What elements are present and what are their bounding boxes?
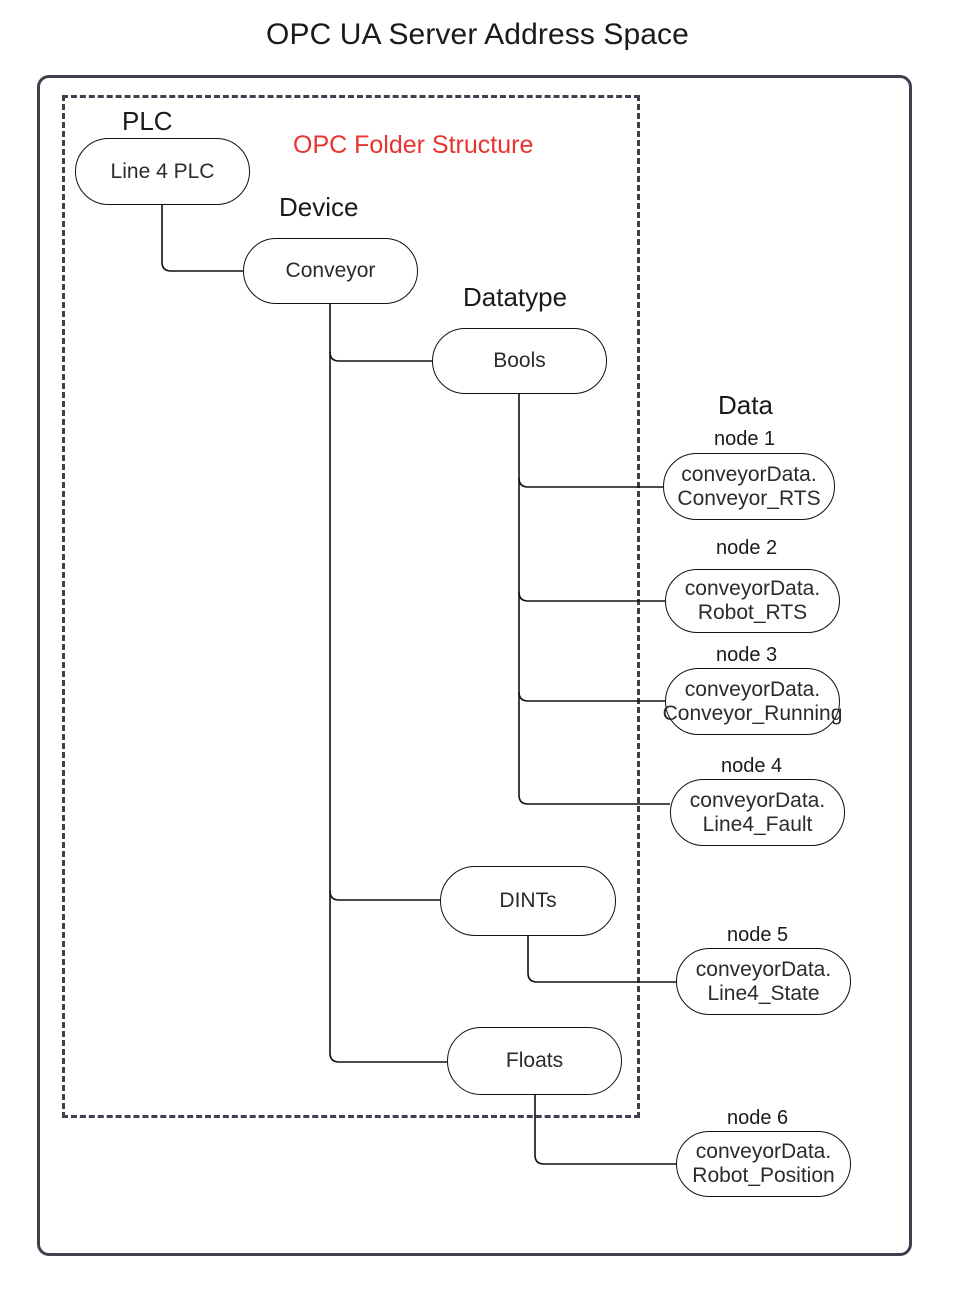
node-bools[interactable]: Bools (432, 328, 607, 394)
group-label-data: Data (718, 390, 773, 420)
node-dints-label: DINTs (499, 889, 557, 913)
node-bools-label: Bools (493, 349, 546, 373)
data-node-3[interactable]: conveyorData. Conveyor_Running (662, 668, 843, 735)
data-node-2-label: conveyorData. Robot_RTS (684, 577, 821, 624)
node-floats[interactable]: Floats (447, 1027, 622, 1095)
node-conveyor-label: Conveyor (285, 259, 376, 283)
data-node-2[interactable]: conveyorData. Robot_RTS (665, 569, 840, 633)
node-line-4-plc-label: Line 4 PLC (110, 159, 215, 183)
data-node-caption-4: node 4 (721, 755, 783, 777)
opc-folder-structure-caption: OPC Folder Structure (293, 131, 534, 159)
data-node-3-label: conveyorData. Conveyor_Running (662, 677, 843, 725)
data-node-6[interactable]: conveyorData. Robot_Position (676, 1131, 851, 1197)
node-conveyor[interactable]: Conveyor (243, 238, 418, 304)
node-line-4-plc[interactable]: Line 4 PLC (75, 138, 250, 205)
data-node-5-label: conveyorData. Line4_State (695, 957, 832, 1005)
data-node-6-label: conveyorData. Robot_Position (692, 1140, 835, 1187)
data-node-5[interactable]: conveyorData. Line4_State (676, 948, 851, 1015)
group-label-plc: PLC (122, 106, 173, 136)
data-node-4[interactable]: conveyorData. Line4_Fault (670, 779, 845, 846)
data-node-caption-2: node 2 (716, 537, 778, 559)
data-node-4-label: conveyorData. Line4_Fault (689, 788, 826, 836)
data-node-caption-3: node 3 (716, 644, 778, 666)
group-label-device: Device (279, 192, 359, 222)
data-node-caption-5: node 5 (727, 924, 789, 946)
node-floats-label: Floats (505, 1049, 564, 1073)
server-address-space-frame (37, 75, 912, 1256)
page-title: OPC UA Server Address Space (266, 18, 689, 51)
data-node-1-label: conveyorData. Conveyor_RTS (677, 462, 821, 510)
data-node-caption-1: node 1 (714, 428, 776, 450)
data-node-1[interactable]: conveyorData. Conveyor_RTS (663, 453, 835, 520)
node-dints[interactable]: DINTs (440, 866, 616, 936)
group-label-datatype: Datatype (463, 282, 568, 312)
data-node-caption-6: node 6 (727, 1107, 789, 1129)
